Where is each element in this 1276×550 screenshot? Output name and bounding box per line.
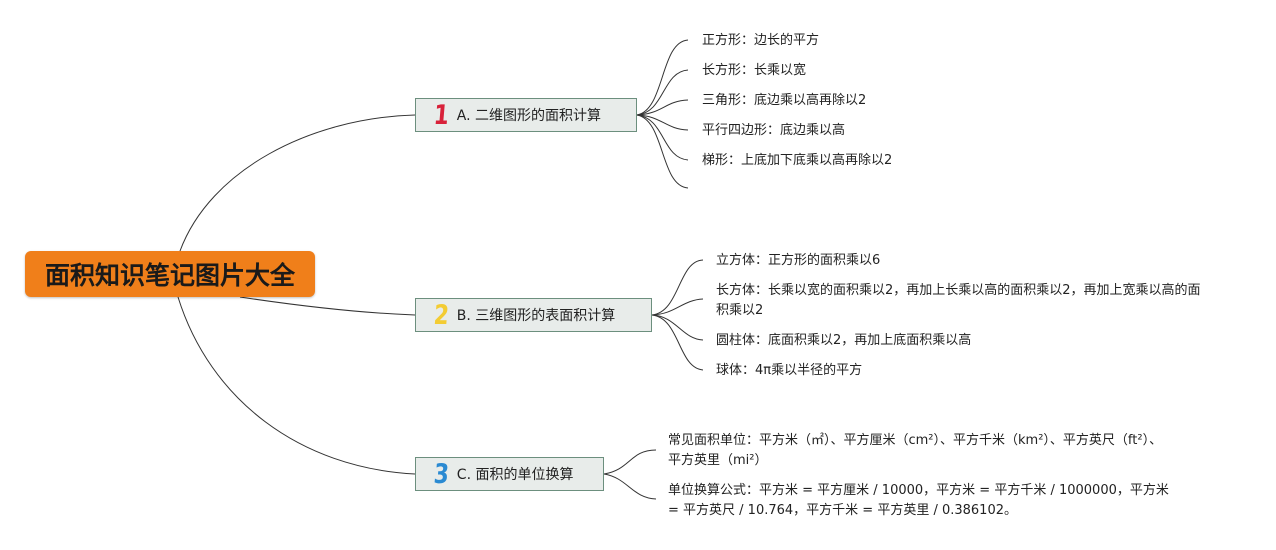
link-b2-leaf-2 — [651, 298, 704, 316]
branch-1[interactable]: 1 A. 二维图形的面积计算 — [415, 98, 637, 132]
link-b2-leaf-4 — [651, 314, 704, 371]
link-b3-leaf-2 — [603, 473, 657, 500]
root-topic[interactable]: 面积知识笔记图片大全 — [25, 251, 315, 297]
leaf-rectangle[interactable]: 长方形：长乘以宽 — [702, 63, 807, 78]
leaf-triangle[interactable]: 三角形：底边乘以高再除以2 — [702, 93, 867, 108]
leaf-conversion-formula[interactable]: 单位换算公式：平方米 = 平方厘米 / 10000，平方米 = 平方千米 / 1… — [668, 483, 1169, 518]
leaf-common-units[interactable]: 常见面积单位：平方米（㎡）、平方厘米（cm²）、平方千米（km²）、平方英尺（f… — [668, 433, 1163, 468]
leaf-square[interactable]: 正方形：边长的平方 — [702, 33, 820, 48]
leaf-cylinder[interactable]: 圆柱体：底面积乘以2，再加上底面积乘以高 — [716, 333, 972, 348]
branch-3-label: C. 面积的单位换算 — [456, 467, 574, 483]
branch-3[interactable]: 3 C. 面积的单位换算 — [415, 457, 604, 491]
link-b1-leaf-4 — [636, 114, 689, 131]
link-root-branch-3 — [177, 296, 416, 475]
branch-1-label: A. 二维图形的面积计算 — [456, 108, 602, 124]
link-b1-leaf-6 — [636, 114, 689, 189]
number-1-icon: 1 — [432, 99, 451, 131]
link-b2-leaf-1 — [651, 259, 704, 316]
link-b2-leaf-3 — [651, 314, 704, 341]
link-b1-leaf-3 — [636, 99, 689, 116]
link-root-branch-1 — [179, 114, 416, 252]
link-root-branch-2 — [239, 296, 416, 316]
leaf-cube[interactable]: 立方体：正方形的面积乘以6 — [716, 253, 881, 268]
leaf-cuboid[interactable]: 长方体：长乘以宽的面积乘以2，再加上长乘以高的面积乘以2，再加上宽乘以高的面积乘… — [716, 283, 1201, 318]
link-b1-leaf-2 — [636, 69, 689, 116]
branch-2[interactable]: 2 B. 三维图形的表面积计算 — [415, 298, 652, 332]
number-2-icon: 2 — [432, 299, 451, 331]
link-b3-leaf-1 — [603, 449, 657, 475]
link-b1-leaf-1 — [636, 39, 689, 116]
leaf-parallelogram[interactable]: 平行四边形：底边乘以高 — [702, 123, 846, 138]
leaf-sphere[interactable]: 球体：4π乘以半径的平方 — [716, 363, 863, 378]
leaf-trapezoid[interactable]: 梯形：上底加下底乘以高再除以2 — [702, 153, 893, 168]
link-b1-leaf-5 — [636, 114, 689, 161]
number-3-icon: 3 — [432, 458, 451, 490]
branch-2-label: B. 三维图形的表面积计算 — [456, 308, 616, 324]
